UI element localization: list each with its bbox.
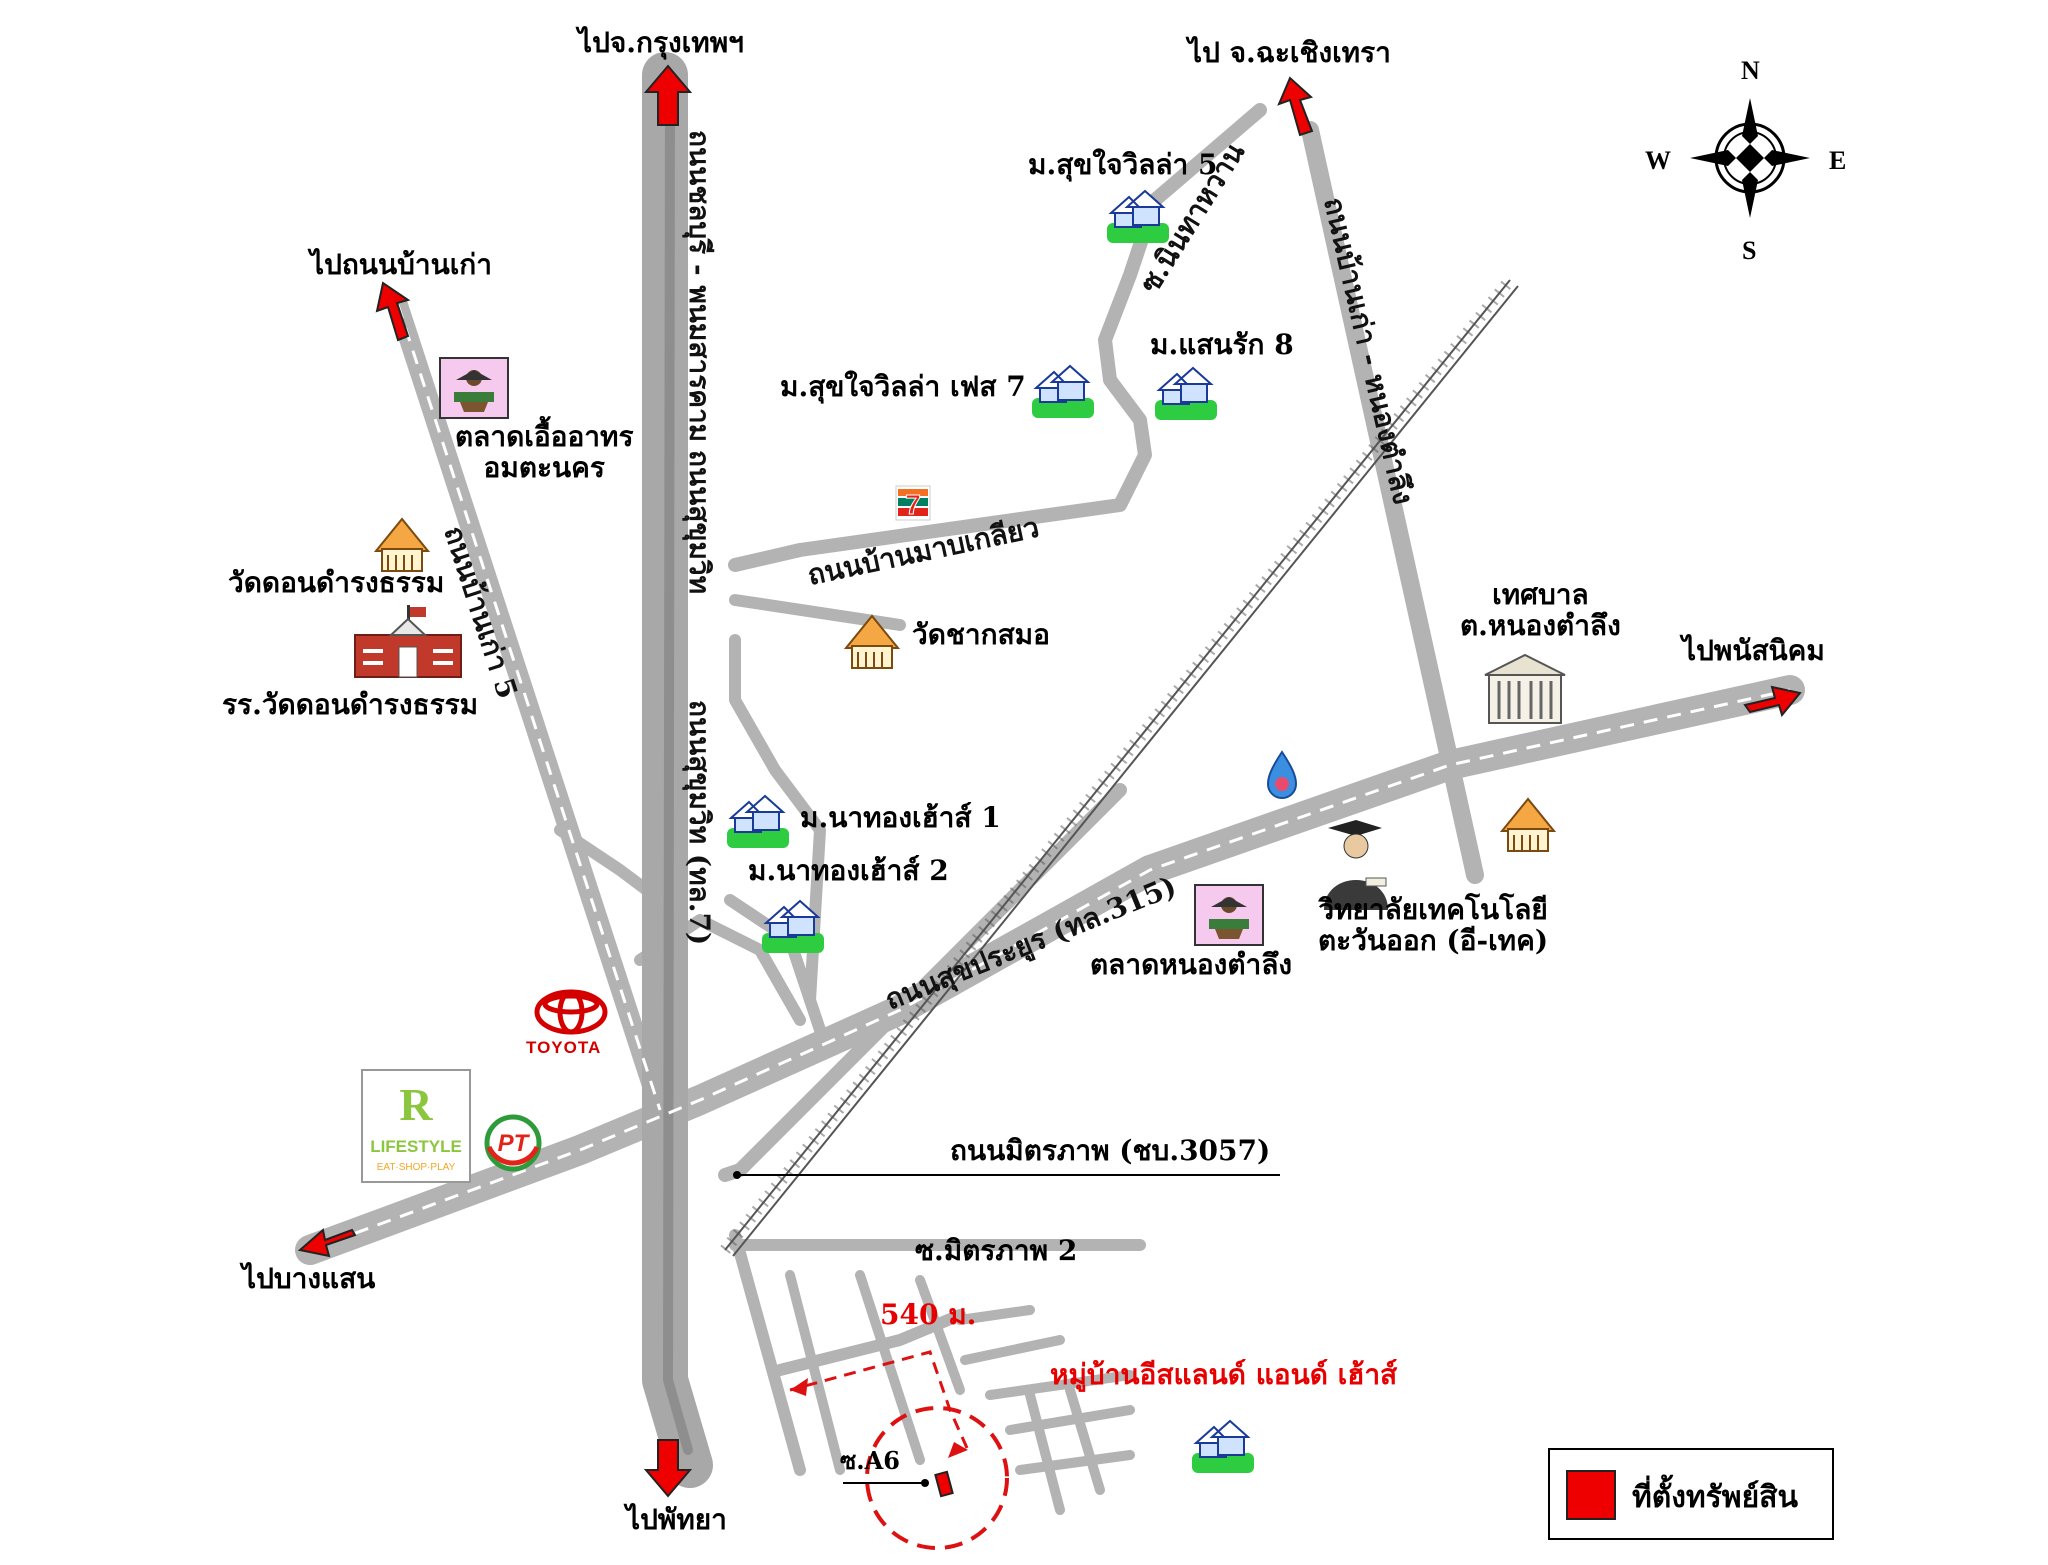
label-na-thong-house-2: ม.นาทองเฮ้าส์ 2 [748,854,949,887]
compass-w: W [1645,146,1671,175]
legend-property-label: ที่ตั้งทรัพย์สิน [1632,1480,1798,1515]
temple-icon [373,517,431,572]
dest-bangkok: ไปจ.กรุงเทพฯ [578,26,744,59]
road-mittraphap [718,783,1127,1182]
village-icon [1107,189,1169,243]
arrow-to-pattaya-icon [643,1439,693,1498]
village-icon [1192,1419,1254,1473]
railway [720,276,1519,1257]
road-label-highway7-mid: ถนนสุขุมวิท [682,450,716,594]
road-label-soi-a6: ซ.A6 [840,1446,900,1475]
village-icon [727,794,789,848]
toyota-wordmark: TOYOTA [526,1038,602,1057]
arrow-to-ban-kao-icon [375,281,411,342]
label-wat-don-damrong: วัดดอนดำรงธรรม [228,566,445,599]
label-market-ueaathorn: ตลาดเอื้ออาทร อมตะนคร [455,420,634,484]
label-nong-tamlueng-market: ตลาดหนองตำลึง [1090,948,1293,981]
arrow-to-bang-saen-icon [297,1228,357,1258]
legend-property-swatch [1566,1470,1616,1520]
label-school-wat-don-damrong: รร.วัดดอนดำรงธรรม [222,688,479,721]
dest-ban-kao-road: ไปถนนบ้านเก่า [310,248,492,281]
label-saen-rak-8: ม.แสนรัก 8 [1150,328,1294,361]
college-graduate-icon [1324,820,1388,910]
arrow-to-phanat-nikhom-icon [1743,685,1802,718]
road-highway-7-core [663,75,693,1455]
road-south-8 [985,1370,1135,1400]
village-icon [762,899,824,953]
dest-bang-saen: ไปบางแสน [242,1262,376,1295]
label-suk-jai-villa-phase7: ม.สุขใจวิลล่า เฟส 7 [780,370,1026,403]
dest-phanat-nikhom: ไปพนัสนิคม [1682,634,1825,667]
municipality-building-icon [1484,653,1566,724]
road-local-wat-2 [729,634,826,1006]
compass-n: N [1741,56,1760,85]
compass-e: E [1829,146,1847,175]
school-icon [354,605,462,678]
road-label-soi-mittraphap-2: ซ.มิตรภาพ 2 [915,1234,1078,1267]
svg-text:PT: PT [498,1130,531,1157]
dest-pattaya: ไปพัทยา [626,1503,727,1536]
road-south-3 [785,1270,845,1475]
compass-s: S [1742,236,1757,265]
map-legend: ที่ตั้งทรัพย์สิน [1548,1448,1834,1540]
road-centerlines [309,304,1791,1252]
target-circle [865,1406,1009,1550]
arrow-to-bangkok-icon [643,64,693,126]
road-label-highway7-south: ถนนสุขุมวิท (ทล.7) [682,700,716,945]
dest-chachoengsao: ไป จ.ฉะเชิงเทรา [1188,36,1391,69]
village-icon [1155,366,1217,420]
temple-icon [1499,797,1557,852]
road-south-7 [960,1335,1065,1365]
label-distance-540m: 540 ม. [880,1298,977,1331]
road-label-mittraphap: ถนนมิตรภาพ (ชบ.3057) [950,1134,1271,1167]
village-icon [1032,364,1094,418]
temple-icons [373,517,1557,852]
direction-arrows [297,64,1802,1498]
road-label-ban-map-kliao: ถนนบ้านมาบเกลียว [805,511,1042,592]
road-label-ban-kao-nong-tamlueng: ถนนบ้านเก่า - หนองตำลึง [1317,194,1420,507]
svg-text:EAT·SHOP·PLAY: EAT·SHOP·PLAY [377,1162,456,1173]
compass-rose-icon [1690,98,1810,218]
house-estate-icons [727,189,1254,1473]
label-nong-tamlueng-municipality: เทศบาล ต.หนองตำลึง [1460,578,1621,642]
road-south-1 [729,1229,806,1476]
toyota-logo [534,989,608,1035]
market-icon [439,357,509,419]
road-south-5 [915,1275,965,1395]
svg-text:7: 7 [905,489,921,520]
road-south-11 [1065,1385,1105,1495]
robinson-lifestyle-logo: R LIFESTYLE EAT·SHOP·PLAY [361,1069,471,1183]
road-label-highway7-north: ถนนชลบุรี - พนมสารคาม [682,130,716,442]
label-suk-jai-villa-5: ม.สุขใจวิลล่า 5 [1028,148,1218,181]
road-south-12 [1015,1450,1135,1475]
road-south-4 [855,1270,925,1465]
label-wat-chak-samo: วัดชากสมอ [912,618,1050,651]
distance-arrowhead-right-icon [948,1442,968,1458]
label-na-thong-house-1: ม.นาทองเฮ้าส์ 1 [800,801,1001,834]
road-network [295,52,1805,1515]
road-south-10 [1025,1390,1065,1515]
distance-path [789,1350,969,1449]
seven-eleven-logo: 7 [895,485,931,521]
road-south-6 [955,1305,1035,1325]
market-icon [1194,884,1264,946]
label-island-and-house: หมู่บ้านอีสแลนด์ แอนด์ เฮ้าส์ [1050,1358,1398,1391]
arrow-to-chachoengsao-icon [1277,76,1314,137]
gas-station-icon [1266,750,1298,799]
label-etech-college: วิทยาลัยเทคโนโลยี ตะวันออก (อี-เทค) [1318,893,1549,957]
target-property-marker [934,1470,954,1498]
svg-text:R: R [399,1079,433,1130]
road-label-sukprayoon: ถนนสุขประยูร (ทล.315) [880,869,1181,1017]
road-south-9 [1005,1405,1135,1435]
mittraphap-leader-dot [733,1171,741,1179]
svg-text:LIFESTYLE: LIFESTYLE [370,1137,462,1156]
target-area [789,1350,1009,1550]
temple-icon [843,614,901,669]
pt-gas-logo: PT [484,1114,542,1172]
distance-arrowhead-left-icon [790,1378,808,1396]
